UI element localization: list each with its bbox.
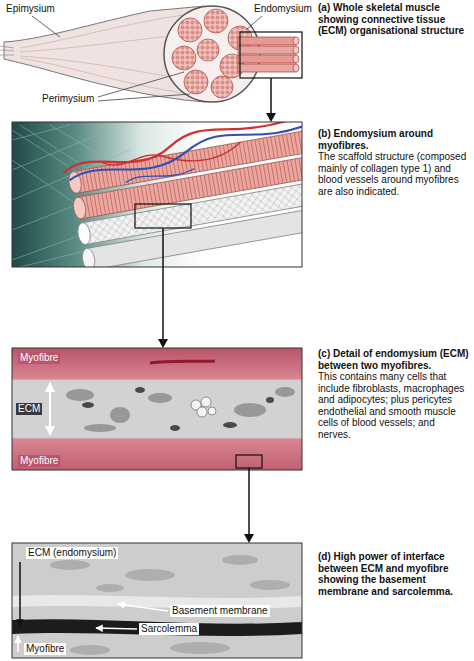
zoom-line: [248, 468, 250, 470]
region-arrow: [17, 636, 19, 652]
thickness-arrow: [49, 383, 51, 435]
zoom-arrow: [266, 108, 276, 122]
part-label: Myofibre: [18, 455, 60, 467]
part-label: ECM (endomysium): [26, 547, 118, 559]
leader-lines: [32, 16, 262, 101]
zoom-arrow: [244, 470, 254, 543]
panel-description: (a) Whole skeletal muscle showing connec…: [318, 2, 470, 37]
panel-heading: (c) Detail of endomysium (ECM) between t…: [318, 348, 470, 371]
part-label: Myofibre: [24, 643, 66, 655]
figure-panel: (d) High power of interface between ECM …: [0, 543, 474, 658]
zoom-line: [270, 78, 272, 108]
part-label: Myofibre: [18, 352, 60, 364]
zoom-box: [240, 32, 302, 78]
part-label: Epimysium: [4, 3, 57, 15]
part-label: Sarcolemma: [139, 623, 199, 635]
arrow-head: [266, 113, 276, 122]
figure-panel: (c) Detail of endomysium (ECM) between t…: [0, 348, 474, 470]
arrow-head: [158, 339, 168, 348]
micrograph: [12, 543, 302, 658]
connector-line: [162, 267, 164, 342]
panel-frame: [12, 348, 302, 470]
fibre-bundle: [238, 37, 299, 72]
panel-heading: (a) Whole skeletal muscle showing connec…: [318, 2, 470, 37]
region-arrow: [19, 562, 21, 626]
part-label: Endomysium: [252, 3, 314, 15]
panel-frame: [12, 543, 302, 658]
figure-panel: (a) Whole skeletal muscle showing connec…: [0, 0, 474, 108]
panel-frame: [12, 122, 302, 267]
part-label: Basement membrane: [170, 605, 270, 617]
panel-description: (b) Endomysium around myofibres.The scaf…: [318, 128, 470, 197]
connector-line: [248, 470, 250, 537]
endomysium-illustration: [12, 110, 337, 271]
panel-heading: (d) High power of interface between ECM …: [318, 551, 470, 597]
zoom-arrow: [158, 267, 168, 348]
zoom-line: [162, 228, 164, 267]
panel-body: The scaffold structure (composed mainly …: [318, 151, 470, 197]
whole-muscle: [0, 6, 302, 108]
pointer-arrow: [118, 604, 168, 611]
pointer-arrow: [96, 628, 137, 629]
histology-image: [12, 348, 302, 470]
panel-description: (d) High power of interface between ECM …: [318, 551, 470, 597]
arrow-head: [244, 534, 254, 543]
part-label: ECM: [16, 403, 42, 415]
panel-body: This contains many cells that include fi…: [318, 371, 470, 440]
panel-heading: (b) Endomysium around myofibres.: [318, 128, 470, 151]
part-label: Perimysium: [40, 93, 96, 105]
panel-description: (c) Detail of endomysium (ECM) between t…: [318, 348, 470, 440]
zoom-box: [135, 204, 191, 228]
figure-panel: (b) Endomysium around myofibres.The scaf…: [0, 122, 474, 267]
zoom-box: [236, 455, 262, 468]
